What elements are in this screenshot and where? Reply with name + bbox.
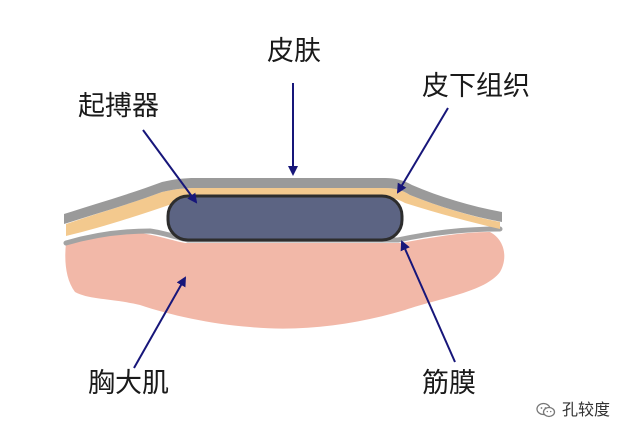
skin-label: 皮肤 [267,36,321,67]
subcutaneous-tissue-label: 皮下组织 [422,71,530,102]
subcutaneous-tissue-arrow [396,107,449,194]
fascia-arrow [400,240,456,363]
pacemaker-label: 起搏器 [78,91,159,122]
pectoralis-major-label: 胸大肌 [88,368,169,399]
pacemaker-arrow [142,129,198,204]
watermark: 孔较度 [536,399,610,421]
pectoralis-major-muscle [65,232,505,329]
fascia-label: 筋膜 [422,368,476,399]
wechat-icon [536,402,556,418]
watermark-author: 孔较度 [562,400,611,419]
pacemaker-device [166,194,404,242]
pectoralis-major-arrow [133,276,186,369]
skin-layer [64,178,502,224]
